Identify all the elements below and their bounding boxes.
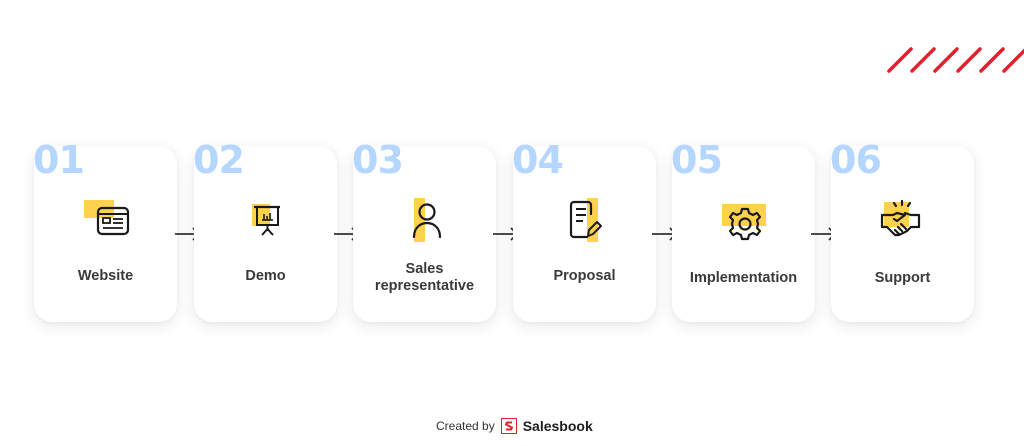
step-label: Implementation (689, 270, 798, 286)
step-label: Proposal (553, 268, 616, 284)
handshake-icon (875, 196, 931, 252)
gear-icon (716, 196, 772, 252)
document-edit-icon (557, 194, 613, 250)
step-number: 06 (830, 138, 882, 182)
step-card-implementation: Implementation (672, 146, 815, 322)
footer-attribution: Created by Salesbook (436, 416, 593, 436)
brand-name: Salesbook (522, 418, 593, 434)
decorative-slashes (887, 47, 1024, 73)
step-number: 01 (33, 138, 85, 182)
presentation-board-icon (238, 194, 294, 250)
step-number: 02 (193, 138, 245, 182)
step-card-sales-representative: Sales representative (353, 146, 496, 322)
step-number: 04 (512, 138, 564, 182)
step-number: 03 (352, 138, 404, 182)
step-card-proposal: Proposal (513, 146, 656, 322)
step-label: Demo (245, 268, 286, 284)
step-card-website: Website (34, 146, 177, 322)
step-label: Website (77, 268, 134, 284)
step-card-demo: Demo (194, 146, 337, 322)
website-icon (78, 194, 134, 250)
created-by-text: Created by (436, 419, 495, 433)
salesbook-logo-icon (500, 418, 517, 434)
step-label: Sales representative (353, 261, 496, 295)
person-icon (397, 194, 453, 250)
step-number: 05 (671, 138, 723, 182)
step-card-support: Support (831, 146, 974, 322)
step-label-line: Sales (405, 261, 444, 277)
step-label: Support (874, 270, 931, 286)
step-label-line: representative (374, 278, 475, 294)
